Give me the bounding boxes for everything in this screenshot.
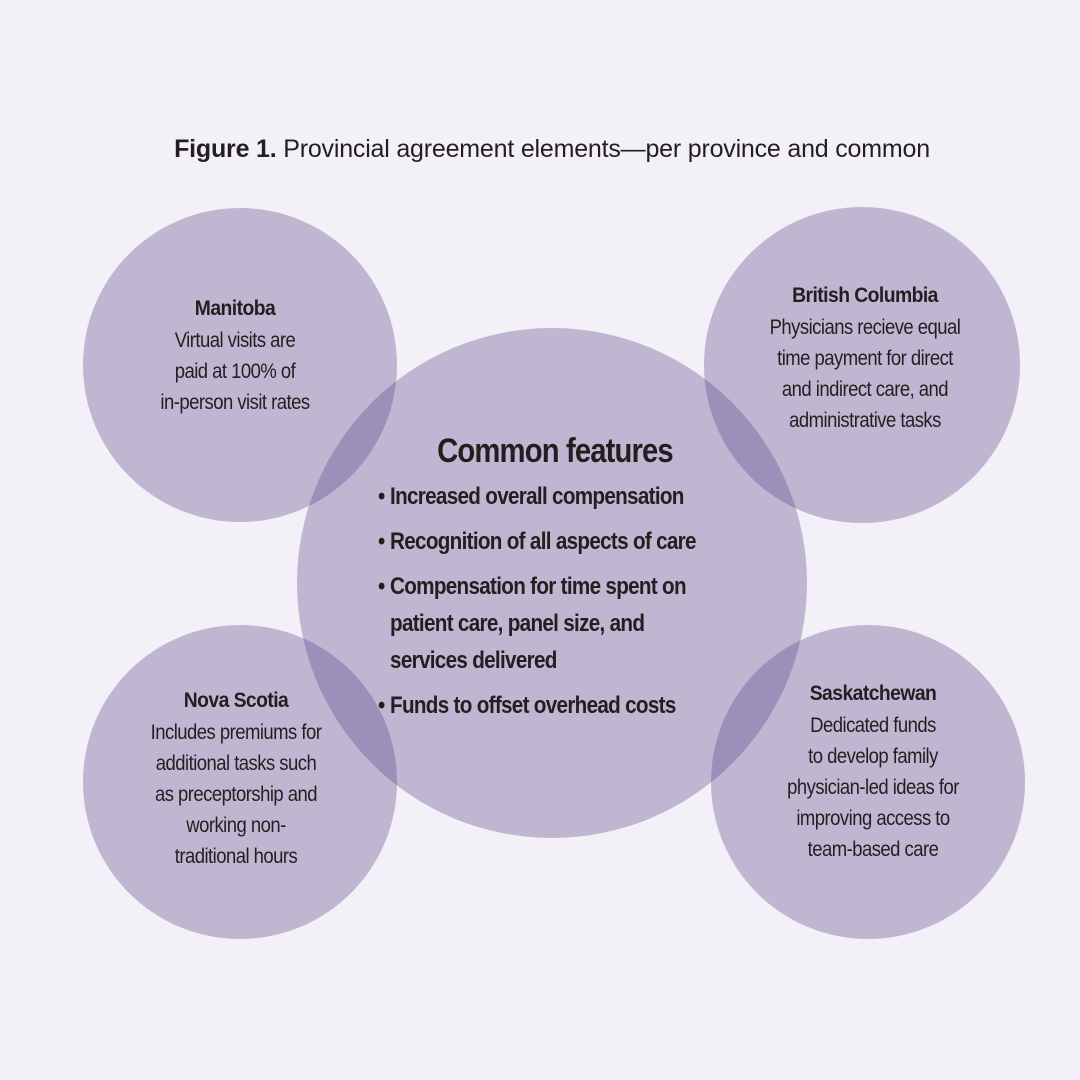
bullet-icon: • <box>378 483 385 510</box>
feature-item: •Funds to offset overhead costs <box>378 687 715 724</box>
region-text-line: traditional hours <box>174 845 298 868</box>
region-text-line: to develop family <box>808 745 938 768</box>
region-text-line: and indirect care, and <box>781 378 949 401</box>
region-british-columbia: British Columbia Physicians recieve equa… <box>730 280 1000 436</box>
common-features-heading: Common features <box>437 432 674 470</box>
circle-manitoba <box>83 208 397 522</box>
region-heading-british-columbia: British Columbia <box>792 284 938 307</box>
region-text-line: administrative tasks <box>789 409 941 432</box>
feature-text-line: services delivered <box>390 647 557 674</box>
circle-nova-scotia <box>83 625 397 939</box>
bullet-icon: • <box>378 573 385 600</box>
region-heading-manitoba: Manitoba <box>194 297 276 320</box>
circle-british-columbia <box>704 207 1020 523</box>
feature-text-line: patient care, panel size, and <box>390 610 645 637</box>
region-text-line: team-based care <box>807 838 939 861</box>
figure-label: Figure 1. <box>174 135 277 163</box>
region-nova-scotia: Nova Scotia Includes premiums for additi… <box>105 685 367 872</box>
feature-text-line: Compensation for time spent on <box>390 573 687 600</box>
region-heading-nova-scotia: Nova Scotia <box>183 689 289 712</box>
region-text-line: physician-led ideas for <box>787 776 959 799</box>
region-heading-saskatchewan: Saskatchewan <box>809 682 937 705</box>
region-text-line: Physicians recieve equal <box>769 316 961 339</box>
feature-text-line: Increased overall compensation <box>390 483 684 510</box>
feature-text-line: Funds to offset overhead costs <box>390 692 676 719</box>
feature-text-line: Recognition of all aspects of care <box>390 528 696 555</box>
region-text-line: working non- <box>186 814 286 837</box>
region-text-line: Virtual visits are <box>174 329 296 352</box>
region-text-line: as preceptorship and <box>154 783 318 806</box>
region-text-line: paid at 100% of <box>174 360 296 383</box>
figure-title: Figure 1. Provincial agreement elements—… <box>0 135 1080 164</box>
circle-common-features <box>297 328 807 838</box>
feature-item: •Recognition of all aspects of care <box>378 523 715 560</box>
region-text-line: additional tasks such <box>155 752 317 775</box>
circle-saskatchewan <box>711 625 1025 939</box>
region-text-line: time payment for direct <box>777 347 953 370</box>
bullet-icon: • <box>378 528 385 555</box>
feature-item: •Compensation for time spent on patient … <box>378 568 715 679</box>
region-text-line: improving access to <box>796 807 950 830</box>
region-text-line: in-person visit rates <box>160 391 310 414</box>
region-text-line: Dedicated funds <box>810 714 936 737</box>
bullet-icon: • <box>378 692 385 719</box>
region-saskatchewan: Saskatchewan Dedicated funds to develop … <box>742 678 1004 865</box>
region-text-line: Includes premiums for <box>150 721 322 744</box>
region-manitoba: Manitoba Virtual visits are paid at 100%… <box>110 293 360 418</box>
feature-item: •Increased overall compensation <box>378 478 715 515</box>
figure-caption: Provincial agreement elements—per provin… <box>276 135 930 163</box>
common-features-block: Common features •Increased overall compe… <box>370 428 770 724</box>
